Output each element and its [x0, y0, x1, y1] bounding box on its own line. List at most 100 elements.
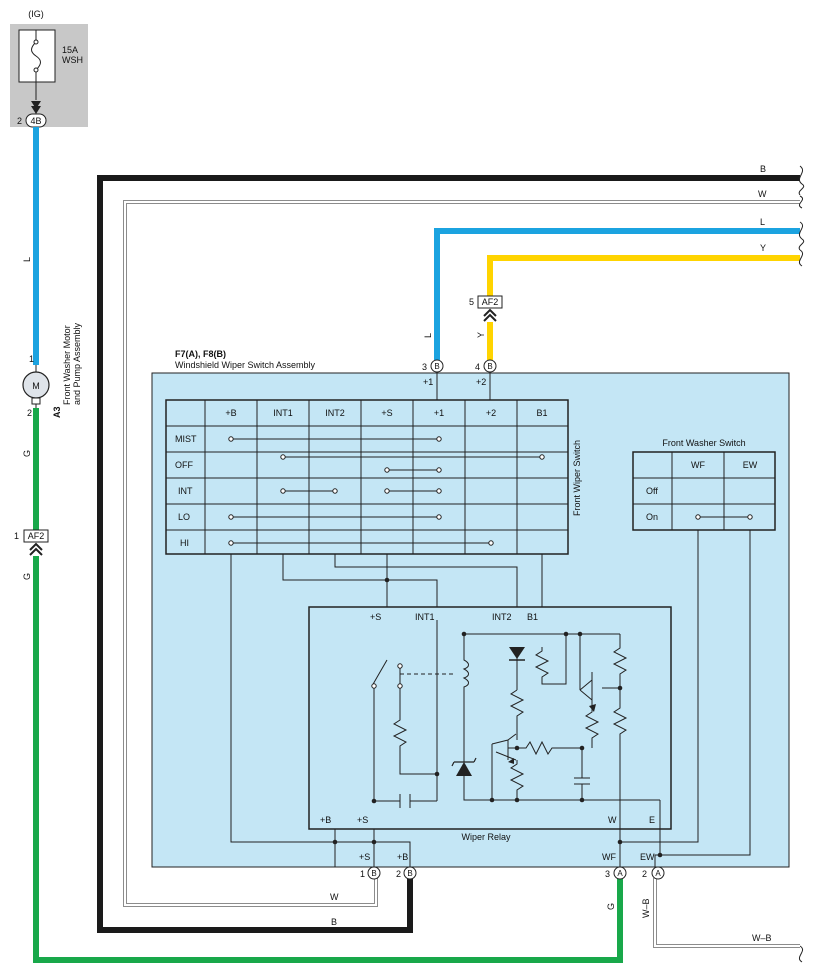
bottom-pin-num: 3: [605, 869, 610, 879]
wire-y-vertical-label: Y: [476, 332, 486, 338]
connector-chevron-icon: [31, 101, 41, 114]
top-pin-terminal: +2: [476, 377, 486, 387]
wire-w: [124, 201, 800, 906]
assembly-code: F7(A), F8(B): [175, 349, 226, 359]
wiper-switch-title: Front Wiper Switch: [572, 440, 582, 516]
wire-g-upper-label: G: [22, 450, 32, 457]
bottom-pin-plus-b: +B 2 B: [396, 852, 417, 880]
fuse-rating: 15A: [62, 45, 78, 55]
wire-w-bottom-label: W: [330, 892, 339, 902]
row-header: LO: [178, 512, 190, 522]
relay-terminal: +S: [370, 612, 381, 622]
bottom-pin-terminal: +S: [359, 852, 370, 862]
row-header: HI: [180, 538, 189, 548]
washer-col-header: EW: [743, 460, 758, 470]
fuse-icon: [31, 41, 41, 71]
front-washer-switch-table: Front Washer Switch WF EW Off On: [632, 438, 776, 531]
relay-terminal: E: [649, 815, 655, 825]
wire-b-ground: [97, 175, 800, 933]
bottom-pin-num: 2: [642, 869, 647, 879]
fuse-pin: 2: [17, 116, 22, 126]
bottom-pin-conn: B: [407, 869, 412, 878]
wire-l-vertical-label: L: [423, 333, 433, 338]
wire-break-marks: [798, 165, 805, 963]
col-header: +1: [434, 408, 444, 418]
wire-w-b-vertical-label: W–B: [641, 898, 651, 918]
bottom-pin-conn: A: [617, 869, 623, 878]
transistor-arrow-icon: [508, 758, 514, 764]
relay-terminal: B1: [527, 612, 538, 622]
wire-g-motor-wf: [33, 408, 623, 963]
motor-pin-bottom: 2: [27, 408, 32, 418]
row-header: MIST: [175, 434, 197, 444]
af2-lower-label: AF2: [28, 531, 45, 541]
af2-lower-pin: 1: [14, 531, 19, 541]
front-wiper-switch-table: +B INT1 INT2 +S +1 +2 B1 MIST OFF INT LO…: [165, 399, 582, 555]
bottom-pin-num: 1: [360, 869, 365, 879]
top-pin-conn: B: [434, 362, 439, 371]
wire-l-right-label: L: [760, 217, 765, 227]
wiper-relay: +S INT1 INT2 B1 +B +S W E Wiper Relay: [308, 577, 672, 858]
washer-row-header: Off: [646, 486, 658, 496]
zener-diode-icon: [456, 762, 472, 776]
washer-row-header: On: [646, 512, 658, 522]
col-header: B1: [536, 408, 547, 418]
bottom-pin-num: 2: [396, 869, 401, 879]
af2-upper-label: AF2: [482, 297, 499, 307]
top-pin-terminal: +1: [423, 377, 433, 387]
af2-lower-chevron-icon: [29, 542, 43, 556]
col-header: INT2: [325, 408, 345, 418]
connector-af2-upper: 5 AF2: [469, 295, 503, 322]
bottom-pin-wf: WF 3 A: [602, 852, 627, 880]
fuse-block: (IG) 15A WSH 2 4B: [10, 9, 88, 128]
af2-upper-chevron-icon: [483, 308, 497, 322]
ig-supply-label: (IG): [28, 9, 44, 19]
fuse-name: WSH: [62, 55, 83, 65]
wire-w-b-label: W–B: [752, 933, 772, 943]
wire-y-label: Y: [760, 243, 766, 253]
col-header: +S: [381, 408, 392, 418]
col-header: +B: [225, 408, 236, 418]
relay-terminal: +S: [357, 815, 368, 825]
af2-upper-pin: 5: [469, 297, 474, 307]
washer-col-header: WF: [691, 460, 705, 470]
wire-w-b: [654, 878, 800, 947]
wire-l-label: L: [22, 257, 32, 262]
top-pin-plus1: 3 B +1: [422, 359, 444, 387]
top-pin-plus2: 4 B +2: [475, 359, 497, 387]
bottom-pin-terminal: WF: [602, 852, 616, 862]
bottom-pin-ew: EW 2 A: [640, 852, 665, 880]
wire-g-lower-label: G: [22, 573, 32, 580]
motor-name-line2: and Pump Assembly: [72, 322, 82, 405]
row-header: INT: [178, 486, 193, 496]
row-header: OFF: [175, 460, 193, 470]
diode-icon: [509, 647, 525, 659]
bottom-pin-conn: B: [371, 869, 376, 878]
connector-4b-label: 4B: [30, 116, 41, 126]
top-pin-num: 4: [475, 362, 480, 372]
relay-terminal: +B: [320, 815, 331, 825]
motor-name-line1: Front Washer Motor: [62, 325, 72, 405]
wire-b-label: B: [760, 164, 766, 174]
fuse-symbol-box: [18, 29, 56, 83]
bottom-pin-terminal: EW: [640, 852, 655, 862]
connector-af2-lower: 1 AF2: [14, 529, 49, 556]
motor-pin-top: 1: [29, 354, 34, 364]
top-pin-num: 3: [422, 362, 427, 372]
assembly-name: Windshield Wiper Switch Assembly: [175, 360, 316, 370]
col-header: INT1: [273, 408, 293, 418]
top-pin-conn: B: [487, 362, 492, 371]
wire-y-plus2: [487, 255, 800, 360]
relay-terminal: INT2: [492, 612, 512, 622]
col-header: +2: [486, 408, 496, 418]
motor-symbol: M: [32, 381, 40, 391]
bottom-pin-plus-s: +S 1 B: [359, 852, 381, 880]
wire-w-label: W: [758, 189, 767, 199]
relay-terminal: W: [608, 815, 617, 825]
wire-b-bottom-label: B: [331, 917, 337, 927]
wire-l-plus1: [434, 228, 800, 360]
bottom-pin-conn: A: [655, 869, 661, 878]
relay-name: Wiper Relay: [461, 832, 511, 842]
relay-terminal: INT1: [415, 612, 435, 622]
washer-motor: 1 M 2 A3 Front Washer Motor and Pump Ass…: [22, 322, 82, 418]
